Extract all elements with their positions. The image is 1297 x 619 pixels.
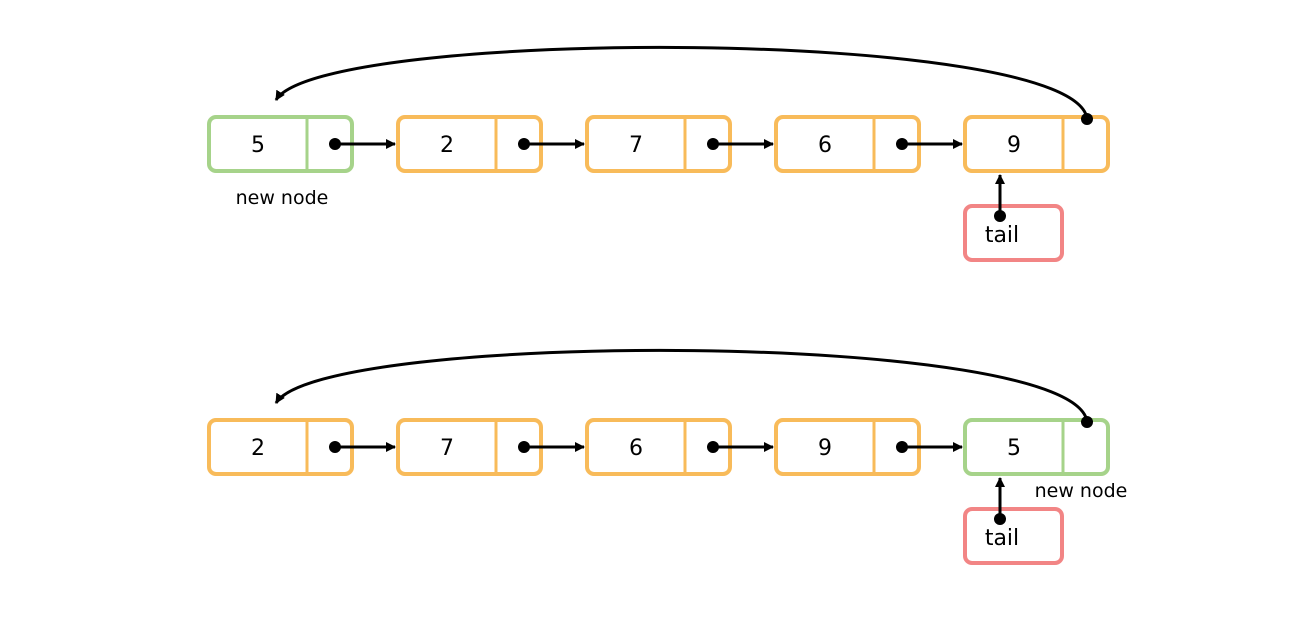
node-box — [963, 115, 1110, 173]
node-value: 9 — [818, 436, 832, 461]
tail-label: tail — [985, 223, 1019, 248]
circular-link-arrow — [274, 348, 1089, 423]
node-value: 7 — [440, 436, 454, 461]
circular-link-arrow — [274, 45, 1089, 120]
list-node: 6 — [585, 418, 774, 476]
list-node: 7 — [396, 418, 585, 476]
node-value: 6 — [818, 133, 832, 158]
node-value: 9 — [1007, 133, 1021, 158]
linked-list-panel-1: 5 new node 2 7 6 9 tail — [207, 45, 1110, 262]
tail-pointer: tail — [963, 174, 1064, 262]
tail-box — [963, 507, 1064, 565]
new-node-caption: new node — [236, 187, 329, 209]
list-node: 6 — [774, 115, 963, 173]
list-node: 2 — [207, 418, 396, 476]
new-node: 5 — [207, 115, 396, 173]
list-node: 9 — [774, 418, 963, 476]
node-box — [963, 418, 1110, 476]
list-node: 2 — [396, 115, 585, 173]
node-value: 7 — [629, 133, 643, 158]
linked-list-panel-2: 2 7 6 9 5 new node tail — [207, 348, 1128, 565]
node-value: 5 — [251, 133, 265, 158]
tail-pointer: tail — [963, 477, 1064, 565]
node-value: 6 — [629, 436, 643, 461]
tail-box — [963, 204, 1064, 262]
node-value: 2 — [440, 133, 454, 158]
node-value: 5 — [1007, 436, 1021, 461]
new-node-caption: new node — [1035, 480, 1128, 502]
node-value: 2 — [251, 436, 265, 461]
tail-label: tail — [985, 526, 1019, 551]
new-node: 5 — [963, 418, 1110, 476]
list-node: 9 — [963, 115, 1110, 173]
list-node: 7 — [585, 115, 774, 173]
